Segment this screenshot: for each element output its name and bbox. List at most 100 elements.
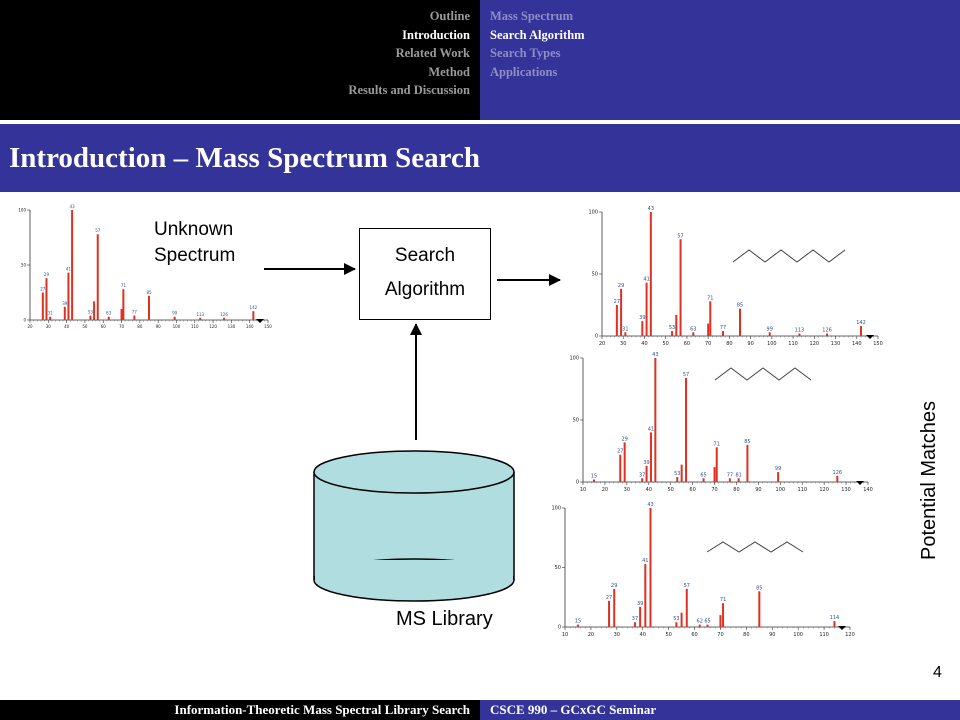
x-tick-label: 100 [767, 341, 777, 347]
peak-label: 39 [643, 460, 649, 466]
peak-label: 53 [669, 325, 675, 331]
peak-label: 53 [88, 310, 94, 315]
nav-section-method[interactable]: Method [428, 64, 470, 79]
x-tick-label: 80 [743, 632, 749, 638]
x-tick-label: 130 [228, 324, 236, 329]
nav-section-outline[interactable]: Outline [429, 9, 470, 23]
molecule-structure-icon [714, 367, 812, 381]
peak-label: 142 [856, 320, 866, 326]
y-tick-label: 0 [23, 317, 26, 322]
peak-label: 57 [95, 228, 101, 233]
title-bar: Introduction – Mass Spectrum Search [0, 124, 960, 192]
peak-label: 43 [652, 352, 658, 358]
x-tick-label: 90 [156, 324, 162, 329]
peak-label: 41 [648, 426, 654, 432]
peak-label: 29 [618, 283, 624, 289]
x-tick-label: 150 [873, 341, 883, 347]
peak-label: 37 [632, 616, 638, 622]
x-tick-label: 90 [769, 632, 775, 638]
x-tick-label: 120 [209, 324, 217, 329]
x-tick-label: 140 [852, 341, 862, 347]
peak-label: 43 [648, 206, 654, 212]
nav-section-introduction[interactable]: Introduction [402, 27, 470, 42]
x-tick-label: 140 [863, 487, 873, 493]
y-tick-label: 0 [576, 480, 579, 486]
x-tick-label: 20 [588, 632, 594, 638]
x-tick-label: 80 [137, 324, 143, 329]
peak-label: 15 [591, 474, 597, 480]
nav-sub-mass-spectrum[interactable]: Mass Spectrum [490, 9, 573, 23]
x-tick-label: 100 [776, 487, 786, 493]
peak-label: 71 [720, 597, 726, 603]
database-icon [313, 450, 515, 602]
end-marker-icon [256, 319, 264, 323]
x-tick-label: 90 [747, 341, 753, 347]
search-label-line2: Algorithm [384, 279, 466, 300]
peak-label: 63 [690, 326, 696, 332]
x-tick-label: 40 [64, 324, 70, 329]
x-tick-label: 140 [246, 324, 254, 329]
peak-label: 57 [683, 372, 689, 378]
x-tick-label: 30 [614, 632, 620, 638]
peak-label: 126 [220, 312, 228, 317]
x-tick-label: 110 [797, 487, 807, 493]
x-tick-label: 100 [173, 324, 181, 329]
x-tick-label: 40 [641, 341, 647, 347]
peak-label: 37 [639, 472, 645, 478]
unknown-spectrum-label: Unknown Spectrum [154, 217, 235, 269]
peak-label: 27 [40, 287, 46, 292]
x-tick-label: 20 [602, 487, 608, 493]
peak-label: 113 [196, 312, 204, 317]
x-tick-label: 10 [562, 632, 568, 638]
x-tick-label: 20 [27, 324, 33, 329]
molecule-structure-icon [706, 541, 804, 553]
x-tick-label: 30 [620, 341, 626, 347]
x-tick-label: 150 [264, 324, 272, 329]
nav-sub-search-algorithm[interactable]: Search Algorithm [490, 27, 585, 42]
x-tick-label: 100 [793, 632, 803, 638]
y-tick-label: 50 [555, 565, 561, 571]
subsection-nav: Mass Spectrum Search Algorithm Search Ty… [490, 7, 585, 81]
page-number: 4 [933, 664, 942, 681]
x-tick-label: 80 [733, 487, 739, 493]
peak-label: 65 [700, 472, 706, 478]
footer-presentation-title: Information-Theoretic Mass Spectral Libr… [174, 702, 470, 717]
y-tick-label: 100 [18, 207, 26, 212]
x-tick-label: 10 [580, 487, 586, 493]
nav-sub-search-types[interactable]: Search Types [490, 46, 561, 60]
peak-label: 39 [637, 601, 643, 607]
end-marker-icon [838, 626, 846, 630]
x-tick-label: 40 [640, 632, 646, 638]
peak-label: 142 [250, 305, 258, 310]
peak-label: 43 [647, 502, 653, 508]
nav-section-results[interactable]: Results and Discussion [348, 83, 470, 97]
peak-label: 53 [673, 616, 679, 622]
peak-label: 41 [643, 277, 649, 283]
search-label-line1: Search [394, 245, 456, 266]
x-tick-label: 30 [624, 487, 630, 493]
peak-label: 29 [621, 436, 627, 442]
ms-library-label: MS Library [396, 608, 493, 630]
y-tick-label: 50 [573, 418, 579, 424]
x-tick-label: 20 [599, 341, 605, 347]
nav-section-related-work[interactable]: Related Work [395, 46, 470, 60]
end-marker-icon [866, 335, 874, 339]
peak-label: 29 [44, 272, 50, 277]
nav-left-panel: Outline Introduction Related Work Method… [0, 0, 480, 120]
peak-label: 63 [106, 311, 112, 316]
search-algorithm-box: Search Algorithm [359, 228, 491, 320]
x-tick-label: 70 [711, 487, 717, 493]
x-tick-label: 50 [663, 341, 669, 347]
peak-label: 71 [121, 283, 127, 288]
peak-label: 85 [744, 439, 750, 445]
nav-sub-applications[interactable]: Applications [490, 64, 558, 79]
x-tick-label: 110 [788, 341, 798, 347]
x-tick-label: 90 [755, 487, 761, 493]
peak-label: 31 [622, 326, 628, 332]
x-tick-label: 70 [705, 341, 711, 347]
end-marker-icon [856, 481, 864, 485]
peak-label: 27 [614, 299, 620, 305]
peak-label: 113 [795, 328, 805, 334]
y-tick-label: 100 [588, 210, 598, 216]
